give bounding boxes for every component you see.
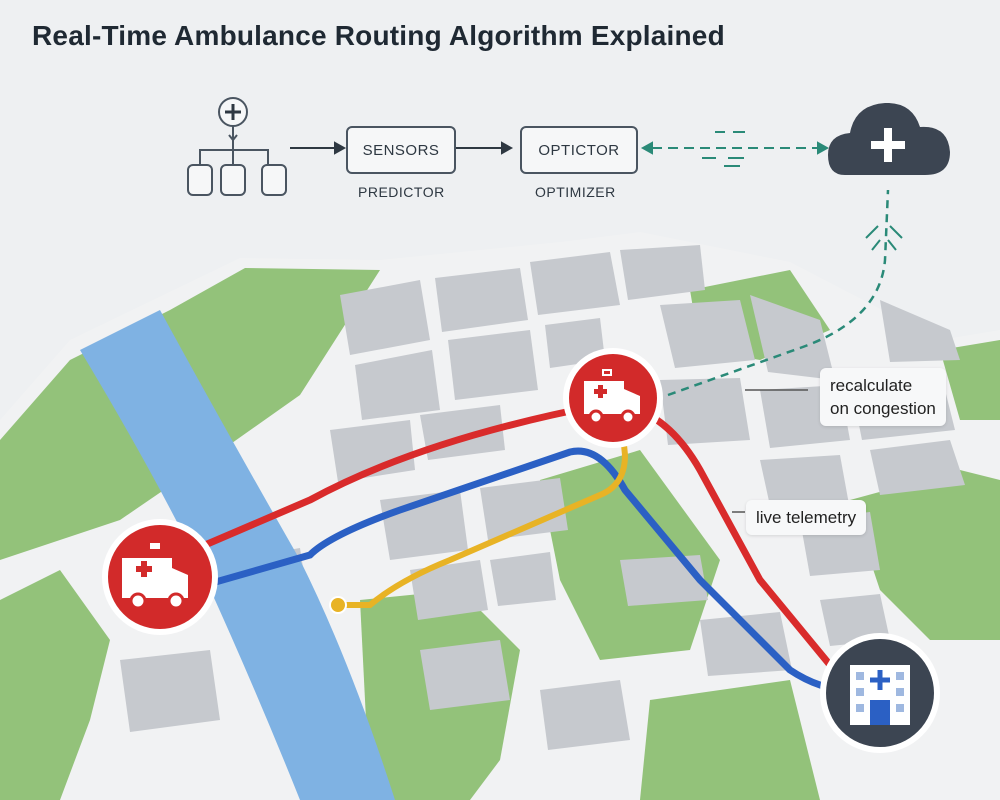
- tree-connector: [199, 126, 269, 165]
- ambulance-icon: [122, 543, 188, 610]
- ambulance-marker-en-route[interactable]: [563, 348, 663, 448]
- ambulance-marker-origin[interactable]: [102, 519, 218, 635]
- route-yellow: [335, 402, 629, 608]
- park-area: [850, 470, 1000, 640]
- ambulance-icon: [584, 369, 640, 425]
- optictor-box: OPTICTOR: [520, 126, 638, 174]
- waypoint-dot: [329, 596, 347, 614]
- medical-cloud-icon: [828, 102, 950, 175]
- telemetry-callout: live telemetry: [746, 500, 867, 535]
- page-title: Real-Time Ambulance Routing Algorithm Ex…: [32, 20, 725, 51]
- optimizer-caption: OPTIMIZER: [535, 184, 616, 200]
- node-slots: [187, 164, 287, 196]
- teal-dashed-arrow: [640, 131, 830, 167]
- route-blue: [166, 447, 854, 694]
- recalculate-callout: recalculate on congestion: [820, 368, 946, 426]
- hospital-icon: [850, 665, 910, 725]
- river: [80, 310, 395, 800]
- telemetry-link: [667, 189, 890, 397]
- arrow-connector: [290, 141, 514, 155]
- medical-plus-icon: [218, 97, 248, 127]
- hospital-marker[interactable]: [820, 633, 940, 753]
- park-area: [0, 570, 110, 800]
- predictor-caption: PREDICTOR: [358, 184, 445, 200]
- sensors-box: SENSORS: [346, 126, 456, 174]
- park-area: [640, 680, 820, 800]
- signal-waves: [865, 225, 903, 251]
